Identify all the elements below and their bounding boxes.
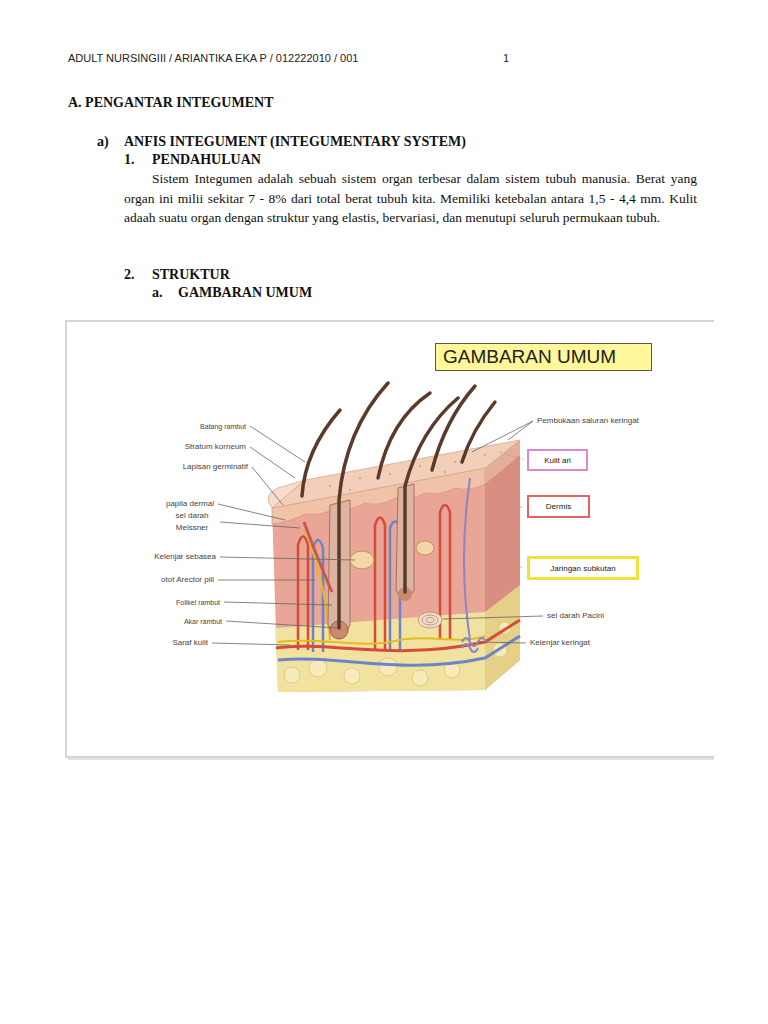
sweat-gland <box>464 478 470 640</box>
layer-box: Jaringan subkutan <box>527 556 639 580</box>
box-text: Dermis <box>546 502 571 511</box>
hair-follicles <box>304 522 332 592</box>
hairs <box>339 383 388 628</box>
leader-lines <box>472 421 533 452</box>
nerve <box>278 530 485 644</box>
skin-block <box>349 489 351 491</box>
leader-lines <box>218 504 285 520</box>
leader-lines <box>212 643 290 645</box>
skin-block <box>359 477 361 479</box>
leader-lines <box>508 421 533 440</box>
fat-globules <box>412 670 428 686</box>
figure-frame <box>66 321 714 759</box>
part-label: Lapisan germinatif <box>183 462 248 472</box>
box-text: Jaringan subkutan <box>550 564 615 573</box>
skin-block <box>275 612 485 692</box>
layer-box: Kulit ari <box>527 449 588 471</box>
skin-block <box>272 440 520 508</box>
pacini-corpuscle <box>418 612 442 628</box>
bracket-lines <box>500 452 524 460</box>
list-marker: 1. <box>124 152 135 168</box>
hair-follicles <box>304 484 434 639</box>
skin-block <box>444 471 446 473</box>
bracket-lines <box>505 562 524 568</box>
bracket-lines <box>500 452 524 568</box>
page-number: 1 <box>503 52 509 64</box>
figure-frame <box>66 321 714 757</box>
leader-lines <box>212 421 543 645</box>
bracket-lines <box>500 507 524 508</box>
subsection-heading: STRUKTUR <box>152 267 230 283</box>
fat-globules <box>379 658 397 676</box>
part-label: sel darah Meissner <box>168 510 216 534</box>
section-heading: A. PENGANTAR INTEGUMENT <box>68 95 273 111</box>
skin-block <box>329 485 331 487</box>
part-label: Kelenjar keringat <box>530 638 590 648</box>
figure-frame <box>68 758 714 760</box>
hairs <box>302 410 340 496</box>
nerve <box>305 530 330 640</box>
list-marker: a) <box>97 134 109 150</box>
leader-lines <box>224 602 332 605</box>
leader-lines <box>220 522 300 528</box>
skin-block <box>484 454 486 456</box>
fat-globules <box>309 659 327 677</box>
blood-vessels <box>276 620 520 651</box>
leader-lines <box>220 557 355 560</box>
list-marker: 2. <box>124 267 135 283</box>
part-label: sel darah Pacini <box>547 611 604 621</box>
leader-lines <box>226 621 338 628</box>
fat-globules <box>284 622 511 686</box>
figure-frame <box>66 321 714 757</box>
hair-follicles <box>416 541 434 555</box>
page-header: ADULT NURSINGIII / ARIANTIKA EKA P / 012… <box>68 52 358 64</box>
hairs <box>405 398 458 592</box>
layer-box: Dermis <box>527 495 590 518</box>
part-label: Pembukaan saluran keringat <box>537 416 639 426</box>
hairs <box>432 386 475 470</box>
part-label: Folikel rambut <box>176 598 220 607</box>
skin-block <box>419 465 421 467</box>
part-label: Akar rambut <box>184 617 222 626</box>
blood-vessels <box>375 518 385 651</box>
sweat-gland <box>462 478 486 652</box>
part-label: Saraf kulit <box>172 638 208 648</box>
part-label: Stratum korneum <box>185 442 246 452</box>
nerve <box>278 636 485 644</box>
skin-block <box>454 461 456 463</box>
box-text: GAMBARAN UMUM <box>443 346 616 368</box>
skin-block <box>389 473 391 475</box>
subsection-heading: GAMBARAN UMUM <box>178 285 312 301</box>
pacini-corpuscle <box>418 612 442 628</box>
body-paragraph: Sistem Integumen adalah sebuah sistem or… <box>124 169 697 228</box>
blood-vessels <box>278 636 520 665</box>
leader-lines <box>250 426 305 462</box>
fat-globules <box>344 668 360 684</box>
pacini-corpuscle <box>426 618 434 623</box>
leader-lines <box>252 467 283 505</box>
part-label: Kelenjar sebasea <box>154 552 216 562</box>
part-label: papila dermal <box>166 499 214 509</box>
fat-globules <box>284 667 300 683</box>
list-marker: a. <box>152 285 163 301</box>
pacini-corpuscle <box>422 615 438 625</box>
title-box: GAMBARAN UMUM <box>435 343 652 371</box>
leader-lines <box>218 580 315 581</box>
part-label: otot Arector pili <box>161 575 214 585</box>
subsection-heading: PENDAHULUAN <box>152 152 261 168</box>
sweat-gland <box>462 638 486 652</box>
subsection-heading: ANFIS INTEGUMENT (INTEGUMENTARY SYSTEM) <box>124 134 466 150</box>
skin-block <box>485 440 520 690</box>
part-label: Batang rambut <box>200 422 246 431</box>
blood-vessels <box>298 537 308 651</box>
leader-lines <box>478 642 526 643</box>
hairs <box>462 402 495 462</box>
hairs <box>378 393 430 478</box>
box-text: Kulit ari <box>544 456 571 465</box>
leader-lines <box>443 616 543 619</box>
